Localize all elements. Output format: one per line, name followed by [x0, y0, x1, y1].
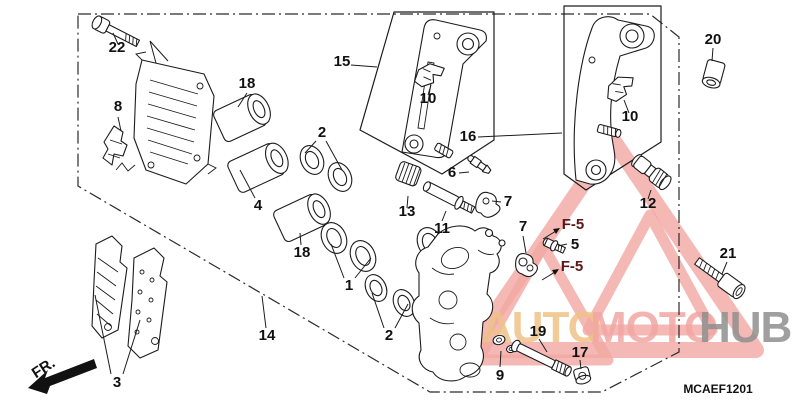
f5-reference-upper: F-5 — [562, 216, 585, 233]
part-label-15: 15 — [334, 53, 351, 70]
part-label-7-upper: 7 — [504, 193, 512, 210]
part-label-18-lower: 18 — [294, 244, 311, 261]
part-7-retainer-clip-upper — [475, 191, 501, 218]
part-label-1: 1 — [345, 277, 353, 294]
part-2-seals-upper — [299, 145, 353, 192]
part-label-5: 5 — [571, 236, 579, 253]
part-labels: 22 8 18 2 15 10 16 10 20 6 13 11 7 7 5 1… — [109, 31, 737, 391]
part-label-22: 22 — [109, 39, 126, 56]
part-label-8: 8 — [114, 98, 122, 115]
part-22-mounting-bolt — [91, 15, 169, 86]
part-7-retainer-clip-lower — [515, 253, 538, 278]
part-3-brake-pads — [91, 235, 168, 359]
part-20-collar — [701, 59, 726, 89]
part-18-piston-upper — [213, 93, 271, 143]
fr-direction-arrow-icon — [28, 359, 97, 394]
watermark-triangle-inner — [582, 209, 718, 336]
part-label-17: 17 — [572, 344, 589, 361]
part-16-caliper-bracket — [573, 16, 655, 185]
part-label-2-upper: 2 — [318, 124, 326, 141]
part-label-9: 9 — [496, 367, 504, 384]
fr-direction-indicator: FR. — [28, 355, 97, 394]
part-label-3: 3 — [113, 374, 121, 391]
watermark-text-hub: HUB — [699, 303, 791, 352]
part-label-11: 11 — [434, 220, 450, 237]
part-label-4: 4 — [254, 197, 263, 214]
part-label-18-upper: 18 — [239, 75, 256, 92]
finned-caliper-plate — [133, 51, 217, 185]
part-1-seals — [320, 222, 377, 272]
part-15-caliper-bracket — [401, 19, 487, 159]
f5-reference-lower: F-5 — [561, 258, 584, 275]
part-4-piston — [227, 142, 289, 193]
part-label-10-right: 10 — [622, 108, 639, 125]
watermark-text-moto: MOTO — [590, 303, 717, 352]
part-label-21: 21 — [720, 245, 737, 262]
part-6-bleed-valve — [467, 155, 492, 174]
part-label-13: 13 — [399, 203, 416, 220]
part-label-14: 14 — [259, 327, 276, 344]
part-18-piston-lower — [273, 193, 331, 243]
part-label-7-lower: 7 — [519, 218, 527, 235]
part-label-12: 12 — [640, 195, 657, 212]
part-label-16: 16 — [460, 128, 477, 145]
part-label-20: 20 — [705, 31, 722, 48]
part-label-19: 19 — [530, 323, 547, 340]
part-label-6: 6 — [448, 164, 456, 181]
part-9-washer — [492, 334, 516, 354]
caliper-body — [411, 225, 506, 382]
part-10-pad-retainer-left — [414, 63, 445, 88]
part-13-pin-boot — [395, 161, 422, 187]
bracket-16-frame — [563, 5, 662, 191]
leader-lines — [94, 32, 728, 375]
assembly-border — [77, 13, 680, 393]
part-label-10-left: 10 — [420, 90, 437, 107]
part-8-pad-spring — [102, 125, 136, 172]
part-10-pad-retainer-right — [607, 76, 634, 102]
part-11-slide-pin — [422, 181, 476, 214]
part-label-2-lower: 2 — [385, 327, 393, 344]
part-21-caliper-bolt — [694, 257, 746, 300]
part-12-joint-fitting — [631, 154, 672, 191]
automotohub-watermark: AUTO MOTO HUB — [462, 132, 792, 366]
part-19-pad-pin — [510, 339, 572, 377]
diagram-code: MCAEF1201 — [683, 382, 753, 396]
part-17-pin-plug — [573, 366, 592, 385]
